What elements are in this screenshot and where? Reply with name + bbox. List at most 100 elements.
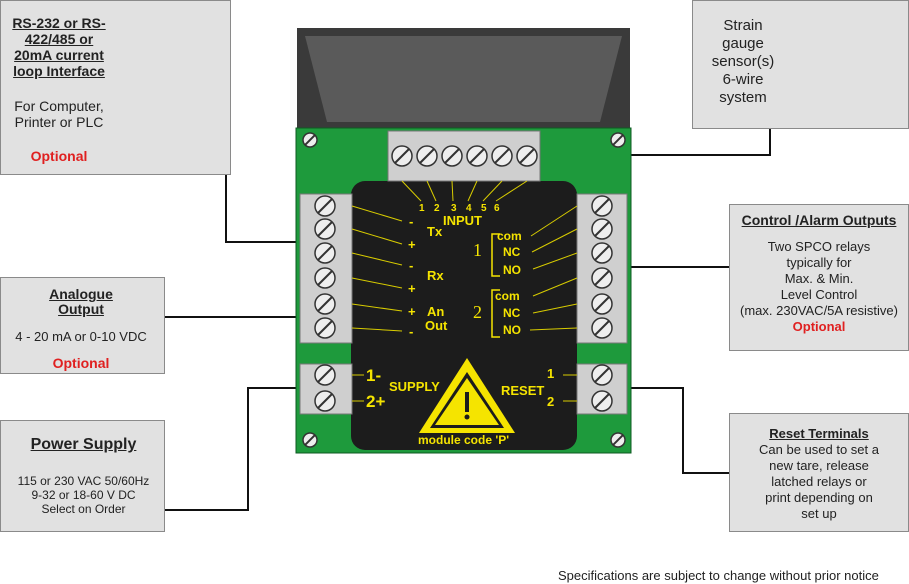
out-label: Out: [425, 318, 448, 333]
leader-line: [351, 205, 403, 222]
line: 115 or 230 VAC 50/60Hz: [17, 474, 150, 488]
leader-line: [351, 277, 403, 289]
leader-line: [495, 180, 528, 202]
relay1-com: com: [497, 229, 522, 243]
rx-label: Rx: [427, 268, 444, 283]
relay1-no: NO: [503, 263, 521, 277]
sign: -: [409, 214, 414, 229]
tx-label: Tx: [427, 224, 443, 239]
optional-label: Optional: [52, 355, 110, 371]
input-label: INPUT: [443, 213, 482, 228]
leader-line: [531, 228, 578, 253]
line: system: [719, 89, 767, 106]
reset-label: RESET: [501, 383, 545, 398]
relay2-com: com: [495, 289, 520, 303]
control-title: Control /Alarm Outputs: [741, 212, 897, 228]
sign: +: [408, 237, 416, 252]
relay1-nc: NC: [503, 245, 521, 259]
power-title: Power Supply: [30, 436, 137, 453]
screw-slot: [594, 198, 610, 214]
screw-slot: [419, 148, 435, 164]
line: new tare, release: [769, 458, 869, 473]
screw-slot: [317, 270, 333, 286]
warning-triangle-icon: [419, 358, 515, 433]
line: set up: [801, 506, 837, 521]
screw-slot: [317, 367, 333, 383]
input-num: 6: [494, 203, 500, 214]
screw-slot: [444, 148, 460, 164]
interface-box: RS-232 or RS-422/485 or 20mA current loo…: [0, 0, 231, 175]
input-num: 4: [466, 203, 472, 214]
screw-slot: [394, 148, 410, 164]
leader-line: [482, 180, 503, 202]
screw-slot: [317, 221, 333, 237]
leader-line: [351, 252, 403, 266]
relay2-no: NO: [503, 323, 521, 337]
relay2-nc: NC: [503, 306, 521, 320]
line: print depending on: [765, 490, 873, 505]
leader-line: [401, 180, 422, 202]
screw-slot: [317, 320, 333, 336]
line: Max. & Min.: [784, 271, 854, 286]
leader-line: [351, 303, 403, 312]
screw-slot: [594, 296, 610, 312]
line: sensor(s): [711, 53, 775, 70]
line: 6-wire: [722, 71, 764, 88]
reset-terminal-1: 1: [547, 366, 555, 381]
leader-line: [530, 205, 578, 237]
screw-slot: [594, 221, 610, 237]
screw-slot: [317, 296, 333, 312]
interface-title: RS-232 or RS-422/485 or 20mA current loo…: [12, 15, 106, 79]
sign: -: [409, 258, 414, 273]
screw-slot: [494, 148, 510, 164]
leader-line: [351, 228, 403, 245]
reset-title: Reset Terminals: [769, 426, 869, 441]
screw-slot: [594, 367, 610, 383]
relay2-number: 2: [473, 302, 482, 322]
relay1-number: 1: [473, 240, 482, 260]
line: Select on Order: [41, 502, 126, 516]
screw-slot: [594, 245, 610, 261]
input-num: 2: [434, 203, 440, 214]
input-num: 1: [419, 203, 425, 214]
interface-desc: For Computer,Printer or PLC: [5, 98, 113, 130]
label-panel: [351, 181, 577, 450]
optional-label: Optional: [792, 319, 846, 334]
reset-terminal-2: 2: [547, 394, 555, 409]
line: gauge: [722, 35, 764, 52]
supply-terminal-2: 2+: [366, 392, 386, 411]
leader-line: [426, 180, 437, 202]
sign: +: [408, 304, 416, 319]
line: typically for: [786, 255, 852, 270]
leader-line: [451, 180, 454, 202]
line: Level Control: [780, 287, 858, 302]
supply-label: SUPPLY: [389, 379, 440, 394]
screw-slot: [594, 320, 610, 336]
line: (max. 230VAC/5A resistive): [740, 303, 898, 318]
desc-line: For Computer,: [14, 98, 104, 114]
leader-line: [529, 327, 578, 331]
screw-slot: [469, 148, 485, 164]
sign: +: [408, 281, 416, 296]
leader-line: [351, 327, 403, 332]
screw-slot: [304, 134, 316, 146]
desc-line: Printer or PLC: [14, 114, 104, 130]
optional-label: Optional: [30, 148, 88, 164]
sign: -: [409, 324, 414, 339]
supply-terminal-1: 1-: [366, 366, 382, 385]
screw-slot: [594, 393, 610, 409]
line: 9-32 or 18-60 V DC: [31, 488, 136, 502]
leader-line: [467, 180, 478, 202]
t: Output: [58, 301, 104, 317]
screw-slot: [594, 270, 610, 286]
screw-slot: [304, 434, 316, 446]
an-label: An: [427, 304, 445, 319]
line: Two SPCO relays: [767, 239, 871, 254]
